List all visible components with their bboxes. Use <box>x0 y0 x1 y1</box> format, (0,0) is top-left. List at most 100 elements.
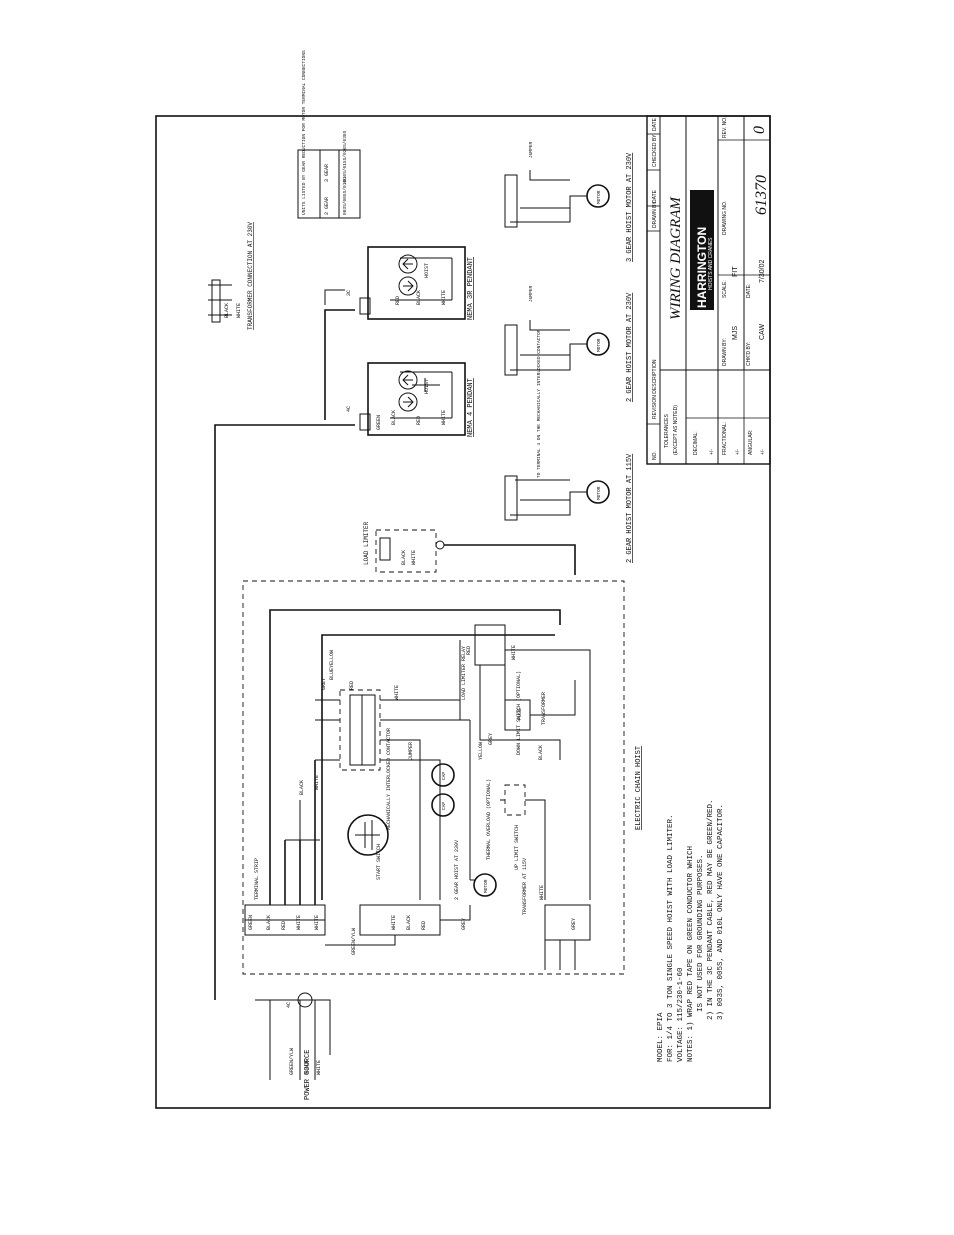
jumper-b: JUMPER <box>528 141 534 158</box>
relay-red: RED <box>466 646 472 655</box>
ts-white2: WHITE <box>314 915 320 930</box>
bottom-grey: GREY <box>461 918 467 930</box>
ts-black: BLACK <box>266 915 272 930</box>
motor-115-label: MOTOR <box>596 486 602 500</box>
rev-no-label: REV. NO. <box>722 117 728 139</box>
nema3r-pendant: HOIST RED BLACK WHITE 3C <box>346 246 466 320</box>
caption-nema4: NEMA 4 PENDANT <box>467 378 475 437</box>
nema3r-black: BLACK <box>416 290 422 305</box>
pendant-cable-4c <box>214 424 355 1000</box>
motor-230b: MOTOR JUMPER <box>504 141 610 228</box>
units-listed-label: UNITS LISTED BY GEAR REDUCTION FOR MOTOR… <box>301 50 307 215</box>
start-switch-icon <box>347 814 389 856</box>
except-noted: (EXCEPT AS NOTED) <box>673 405 679 455</box>
nema4-pc4: 4C <box>346 406 352 412</box>
ps-white: WHITE <box>316 1060 322 1075</box>
transformer-label: TRANSFORMER <box>541 692 547 725</box>
harrington-logo <box>690 190 714 310</box>
relay-black: BLACK <box>538 745 544 760</box>
nema4-green: GREEN <box>376 415 382 430</box>
drawing-title: WIRING DIAGRAM <box>668 196 684 320</box>
caption-power-source: POWER SOURCE <box>304 1050 312 1100</box>
chkd-by: CAW <box>759 324 766 340</box>
contactor-label: MECHANICALLY INTERLOCKED CONTACTOR <box>386 728 392 830</box>
caption-motor-115: 2 GEAR HOIST MOTOR AT 115V <box>626 453 634 563</box>
fuse-label: FUSE <box>517 708 523 720</box>
down-button-icon-3r <box>398 254 418 274</box>
chkd-by-label: CHK'D BY: <box>746 342 752 366</box>
nema4-hoist: HOIST <box>424 379 430 394</box>
ts-green: GREEN <box>248 915 254 930</box>
transformer-115-label: TRANSFORMER AT 115V <box>522 858 528 915</box>
motor-230b-label: MOTOR <box>596 190 602 204</box>
thermal-label: THERMAL OVERLOAD (OPTIONAL) <box>486 779 492 860</box>
contactor-grey: GREY <box>321 678 327 690</box>
contactor-yellow: YELLOW <box>329 650 335 668</box>
units-2gear: 003S/005S/010L <box>342 177 348 215</box>
motor-115: MOTOR TO TERMINAL 4 ON THE MECHANICALLY … <box>504 329 610 521</box>
hoist-motor-label: MOTOR <box>483 879 489 893</box>
nema4-pendant: HOIST GREEN BLACK RED WHITE 4C <box>346 362 466 436</box>
ll-white: WHITE <box>411 550 417 565</box>
start-switch-label: START SWITCH <box>376 844 382 880</box>
notes-block: MODEL: EPIA FOR: 1/4 TO 3 TON SINGLE SPE… <box>657 799 725 1062</box>
xfmr-black: BLACK <box>224 303 230 318</box>
note-1: NOTES: 1) WRAP RED TAPE ON GREEN CONDUCT… <box>687 846 695 1062</box>
scale-label: SCALE: <box>722 280 728 298</box>
up-limit-label: UP LIMIT SWITCH <box>514 825 520 870</box>
scale: FIT <box>732 266 739 277</box>
down-limit-label: DOWN LIMIT SWITCH (OPTIONAL) <box>516 671 522 755</box>
cap-2: CAP <box>441 802 447 810</box>
motor-230a-label: MOTOR <box>596 338 602 352</box>
hoist-enclosure <box>242 580 625 975</box>
date: 7/30/02 <box>759 260 766 283</box>
hdr-date: DATE <box>652 189 658 203</box>
green-ylw-ground: GREEN/YLW <box>351 928 357 955</box>
xfmr-white: WHITE <box>236 303 242 318</box>
gear-hoist-230: 2 GEAR HOIST AT 230V <box>454 840 460 900</box>
gear3-label: 3 GEAR <box>324 164 330 182</box>
limit-white: WHITE <box>539 885 545 900</box>
logo-sub: HOISTS AND CRANES <box>708 237 714 290</box>
contactor-white: WHITE <box>394 685 400 700</box>
down-button-icon <box>398 370 418 390</box>
date-label: DATE: <box>746 284 752 298</box>
terminal-strip-label: TERMINAL STRIP <box>254 858 260 900</box>
angular-label: ANGULAR: <box>748 429 754 455</box>
fractional-val: +/- <box>735 449 741 455</box>
hoist-motor-icon <box>473 873 497 897</box>
motor-230a: MOTOR JUMPER <box>504 285 610 376</box>
ps-black: BLACK <box>304 1060 310 1075</box>
relay-yellow: YELLOW <box>478 742 484 760</box>
tolerances: TOLERANCES <box>664 414 670 448</box>
caption-main: ELECTRIC CHAIN HOIST <box>635 746 643 830</box>
relay-white: WHITE <box>511 645 517 660</box>
hdr-drawn-by: DRAWN BY <box>652 201 658 228</box>
units-table: UNITS LISTED BY GEAR REDUCTION FOR MOTOR… <box>297 50 361 219</box>
decimal-label: DECIMAL: <box>693 431 699 455</box>
note-2: 2) IN THE 3C PENDANT CABLE, RED MAY BE G… <box>707 799 715 1020</box>
units-3gear: 010S/015S/020S/030S <box>342 130 348 182</box>
nema3r-hoist: HOIST <box>424 263 430 278</box>
caption-motor-230b: 3 GEAR HOIST MOTOR AT 230V <box>626 152 634 262</box>
to-terminal-note: TO TERMINAL 4 ON THE MECHANICALLY INTERL… <box>536 329 542 478</box>
jumper-contactor: JUMPER <box>408 742 414 760</box>
ps-4c: 4C <box>286 1002 292 1008</box>
bottom-grey2: GREY <box>571 918 577 930</box>
jumper-a: JUMPER <box>528 285 534 302</box>
ll-relay-label: LOAD LIMITER RELAY <box>461 646 467 700</box>
bottom-white: WHITE <box>391 915 397 930</box>
relay-grey: GREY <box>488 733 494 745</box>
rev-no: 0 <box>751 126 768 134</box>
decimal-val: +/- <box>709 449 715 455</box>
drawing-no: 61370 <box>753 175 770 215</box>
up-button-icon-3r <box>398 276 418 296</box>
drawing-no-label: DRAWING NO. <box>722 201 728 235</box>
bus-white: WHITE <box>314 775 320 790</box>
note-for: FOR: 1/4 TO 3 TON SINGLE SPEED HOIST WIT… <box>667 814 675 1062</box>
gear2-label: 2 GEAR <box>324 197 330 215</box>
up-button-icon <box>398 392 418 412</box>
drawn-by: MJS <box>732 326 739 340</box>
nema3r-white: WHITE <box>441 290 447 305</box>
